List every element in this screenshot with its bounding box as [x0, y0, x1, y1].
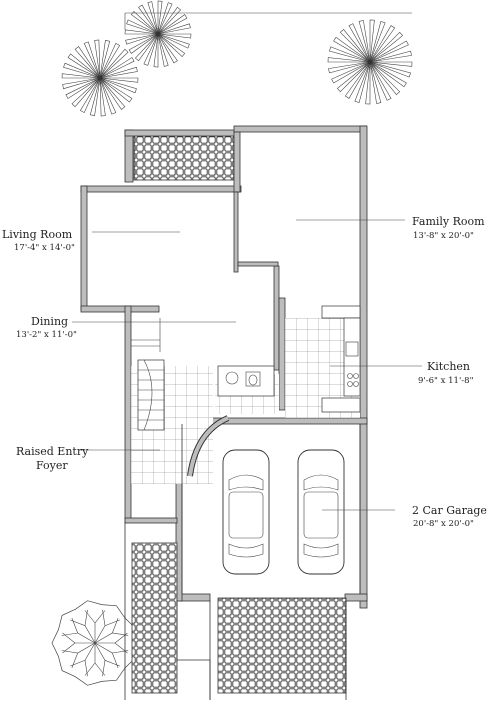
- entry-label-line2: Foyer: [36, 459, 68, 472]
- kitchen-label: Kitchen: [427, 360, 470, 373]
- family-room-label: Family Room: [412, 215, 485, 228]
- car-icon-1: [222, 449, 270, 575]
- walkway-pavers: [131, 542, 178, 694]
- garage-dims: 20'-8" x 20'-0": [413, 519, 474, 529]
- tree-icon-1: [61, 39, 139, 117]
- family-room-dims: 13'-8" x 20'-0": [413, 231, 474, 241]
- dining-label: Dining: [31, 315, 68, 328]
- garage-label: 2 Car Garage: [412, 504, 487, 517]
- living-room-dims: 17'-4" x 14'-0": [14, 243, 75, 253]
- tree-icon-3: [327, 19, 413, 105]
- kitchen-counters: [321, 305, 361, 413]
- tree-icon-2: [124, 0, 192, 68]
- powder-room: [217, 365, 275, 397]
- stairs: [137, 359, 165, 431]
- tree-icon-4: [51, 600, 136, 686]
- patio-pavers: [133, 135, 235, 181]
- dining-dims: 13'-2" x 11'-0": [16, 330, 77, 340]
- driveway-pavers: [217, 597, 347, 694]
- kitchen-dims: 9'-6" x 11'-8": [418, 376, 474, 386]
- entry-label-line1: Raised Entry: [16, 445, 89, 458]
- car-icon-2: [297, 449, 345, 575]
- label-leaders: [72, 219, 422, 511]
- living-room-label: Living Room: [2, 228, 73, 241]
